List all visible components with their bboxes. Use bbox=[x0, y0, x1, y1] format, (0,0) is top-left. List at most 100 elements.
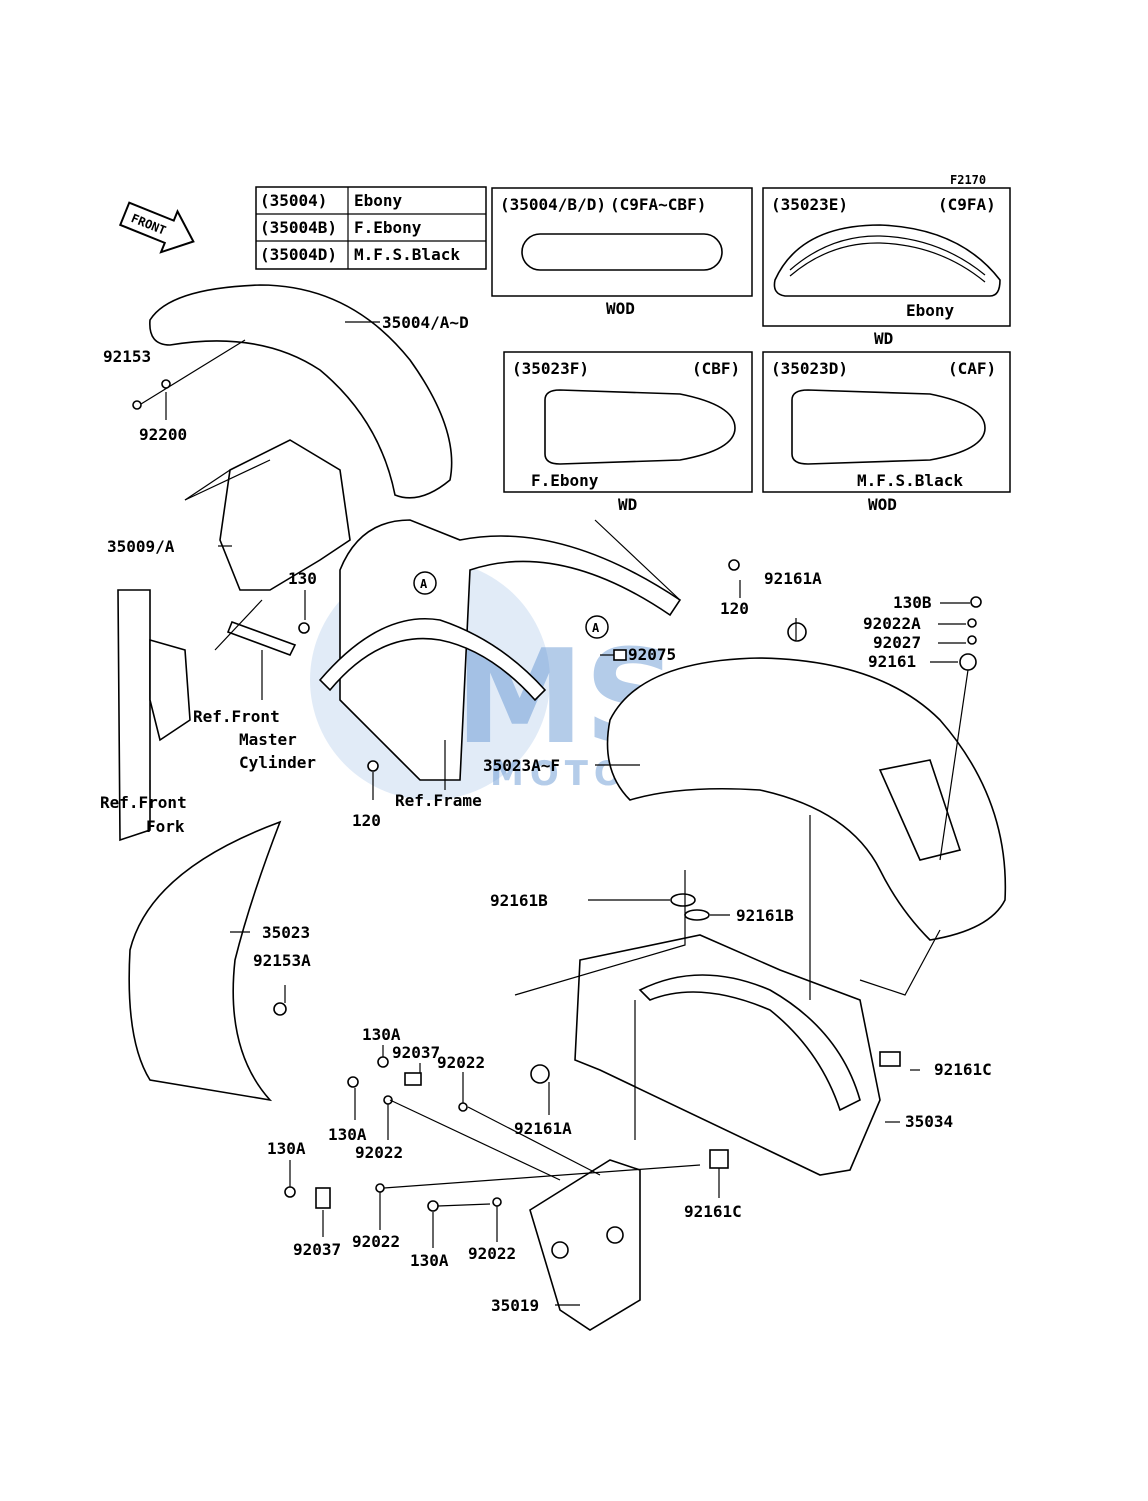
label-120-lower: 120 bbox=[352, 811, 381, 830]
label-92200: 92200 bbox=[139, 425, 187, 444]
figure-code: F2170 bbox=[950, 173, 986, 187]
ref-marker-a-fender bbox=[585, 615, 609, 639]
front-arrow-icon: FRONT bbox=[118, 201, 195, 254]
legend-color-3: M.F.S.Black bbox=[354, 245, 460, 264]
front-fender-part bbox=[149, 284, 453, 499]
ref-marker-a-frame bbox=[413, 571, 437, 595]
label-35023: 35023 bbox=[262, 923, 310, 942]
label-130A-a: 130A bbox=[362, 1025, 401, 1044]
fender-skirt-part bbox=[128, 820, 282, 1102]
bolt-92153-part bbox=[132, 400, 142, 410]
label-92153A: 92153A bbox=[253, 951, 311, 970]
rear-fender-mfsblack-icon bbox=[791, 389, 986, 465]
rear-fender-ebony-icon bbox=[773, 224, 1001, 297]
label-35034: 35034 bbox=[905, 1112, 953, 1131]
label-92161B-left: 92161B bbox=[490, 891, 548, 910]
label-ref-frame: Ref.Frame bbox=[395, 791, 482, 810]
label-ref-front-master-1: Ref.Front bbox=[193, 707, 280, 726]
color-legend-table: (35004) Ebony (35004B) F.Ebony (35004D) … bbox=[255, 186, 487, 270]
box1-code: (35004/B/D) bbox=[500, 195, 606, 214]
label-35019: 35019 bbox=[491, 1296, 539, 1315]
bolt-130A-c-part bbox=[284, 1186, 296, 1198]
spacer-92027-part bbox=[967, 635, 977, 645]
bolt-130B-part bbox=[970, 596, 982, 608]
brake-hose-bracket-part bbox=[226, 620, 297, 656]
label-92022-c: 92022 bbox=[352, 1232, 400, 1251]
box4-variant: (CAF) bbox=[948, 359, 996, 378]
label-92161B-right: 92161B bbox=[736, 906, 794, 925]
label-130A-c: 130A bbox=[267, 1139, 306, 1158]
washer-92022-c-part bbox=[375, 1183, 385, 1193]
label-120-upper: 120 bbox=[720, 599, 749, 618]
label-92161C-right: 92161C bbox=[934, 1060, 992, 1079]
label-92153: 92153 bbox=[103, 347, 151, 366]
label-35023A-F: 35023A~F bbox=[483, 756, 560, 775]
washer-92022-d-part bbox=[492, 1197, 502, 1207]
box3-variant: (CBF) bbox=[692, 359, 740, 378]
box3-caption: WD bbox=[618, 495, 637, 514]
label-35004: 35004/A~D bbox=[382, 313, 469, 332]
bolt-120-upper-part bbox=[728, 559, 740, 571]
label-92027: 92027 bbox=[873, 633, 921, 652]
label-92161: 92161 bbox=[868, 652, 916, 671]
variant-box-35004: (35004/B/D) (C9FA~CBF) WOD bbox=[491, 187, 753, 318]
stripe-decal-icon bbox=[521, 233, 723, 271]
svg-text:A: A bbox=[592, 621, 600, 635]
variant-box-35023D: (35023D) (CAF) M.F.S.Black WOD bbox=[762, 351, 1011, 514]
box2-variant: (C9FA) bbox=[938, 195, 996, 214]
label-35009: 35009/A bbox=[107, 537, 175, 556]
legend-color-1: Ebony bbox=[354, 191, 403, 210]
label-ref-front-fork-1: Ref.Front bbox=[100, 793, 187, 812]
box4-code: (35023D) bbox=[771, 359, 848, 378]
bolt-92153A-part bbox=[273, 1002, 287, 1016]
box4-caption: WOD bbox=[868, 495, 897, 514]
nut-92161C-bottom-part bbox=[709, 1149, 729, 1169]
label-92037-a: 92037 bbox=[392, 1043, 440, 1062]
grommet-92161A-top-part bbox=[787, 622, 807, 642]
box2-code: (35023E) bbox=[771, 195, 848, 214]
box1-caption: WOD bbox=[606, 299, 635, 318]
label-ref-front-fork-2: Fork bbox=[146, 817, 185, 836]
label-92161A-top: 92161A bbox=[764, 569, 822, 588]
box3-code: (35023F) bbox=[512, 359, 589, 378]
part-labels: 35004/A~D 92153 92200 35009/A 130 120 92… bbox=[100, 313, 992, 1315]
label-92161C-bottom: 92161C bbox=[684, 1202, 742, 1221]
fender-stay-part bbox=[219, 439, 351, 591]
box2-inner-label: Ebony bbox=[906, 301, 955, 320]
grommet-92161-part bbox=[959, 653, 977, 671]
label-130A-d: 130A bbox=[410, 1251, 449, 1270]
fender-brace-part bbox=[318, 618, 547, 702]
clip-92037-b-part bbox=[315, 1187, 331, 1209]
svg-text:A: A bbox=[420, 577, 428, 591]
rear-fender-part bbox=[606, 657, 1007, 941]
box4-inner-label: M.F.S.Black bbox=[857, 471, 963, 490]
label-92022-a: 92022 bbox=[437, 1053, 485, 1072]
label-ref-front-master-2: Master bbox=[239, 730, 297, 749]
variant-box-35023F: (35023F) (CBF) F.Ebony WD bbox=[503, 351, 753, 514]
clip-92037-a-part bbox=[404, 1072, 422, 1086]
washer-92022-a-part bbox=[458, 1102, 468, 1112]
box2-caption: WD bbox=[874, 329, 893, 348]
legend-code-2: (35004B) bbox=[260, 218, 337, 237]
rear-fender-febony-icon bbox=[544, 389, 736, 465]
bolt-130A-b-part bbox=[347, 1076, 359, 1088]
legend-code-3: (35004D) bbox=[260, 245, 337, 264]
label-ref-front-master-3: Cylinder bbox=[239, 753, 316, 772]
label-92022-b: 92022 bbox=[355, 1143, 403, 1162]
label-130: 130 bbox=[288, 569, 317, 588]
label-130B: 130B bbox=[893, 593, 932, 612]
box3-inner-label: F.Ebony bbox=[531, 471, 599, 490]
front-fork-part bbox=[117, 589, 151, 842]
label-92022A: 92022A bbox=[863, 614, 921, 633]
nut-92161C-right-part bbox=[879, 1051, 901, 1067]
label-92075: 92075 bbox=[628, 645, 676, 664]
leader-lines bbox=[149, 392, 970, 1306]
label-92161A-bottom: 92161A bbox=[514, 1119, 572, 1138]
grommet-92161A-bottom-part bbox=[530, 1064, 550, 1084]
bolt-130A-d-part bbox=[427, 1200, 439, 1212]
variant-box-35023E: (35023E) (C9FA) Ebony WD bbox=[762, 187, 1011, 348]
bolt-130-part bbox=[298, 622, 310, 634]
label-92022-d: 92022 bbox=[468, 1244, 516, 1263]
